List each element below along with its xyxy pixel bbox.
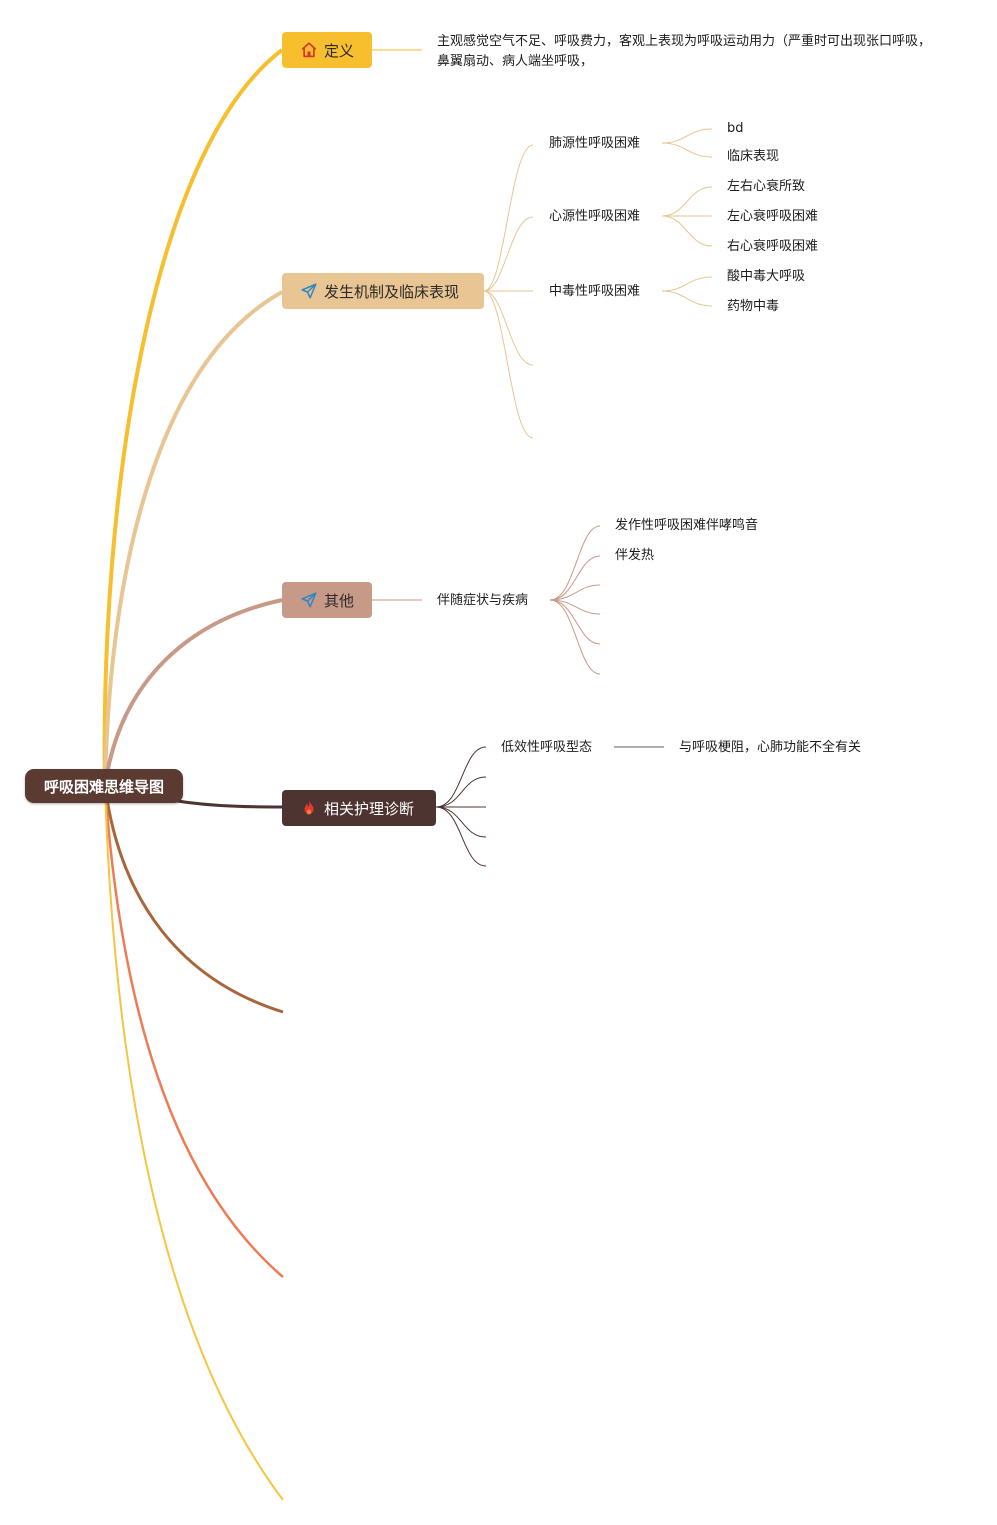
branch-nursing[interactable]: 相关护理诊断	[282, 790, 436, 826]
branch-mechanism-label: 发生机制及临床表现	[324, 282, 460, 301]
root-node[interactable]: 呼吸困难思维导图	[25, 769, 183, 803]
connector-root-definition	[102, 48, 284, 787]
branch-definition-label: 定义	[324, 41, 355, 60]
definition-text: 主观感觉空气不足、呼吸费力，客观上表现为呼吸运动用力（严重时可出现张口呼吸，鼻翼…	[437, 34, 932, 69]
toxic-item-acidosis[interactable]: 酸中毒大呼吸	[727, 269, 806, 284]
cardiac-item-left[interactable]: 左心衰呼吸困难	[727, 209, 819, 224]
cardiac-item-right[interactable]: 右心衰呼吸困难	[727, 239, 819, 254]
branch-nursing-label: 相关护理诊断	[324, 799, 415, 818]
nursing-ineffective-breathing[interactable]: 低效性呼吸型态	[501, 740, 593, 755]
connector-empty-branch-3	[104, 785, 284, 1501]
root-label: 呼吸困难思维导图	[43, 777, 164, 796]
branch-mechanism[interactable]: 发生机制及临床表现	[282, 273, 484, 309]
cardiac-item-both[interactable]: 左右心衰所致	[727, 179, 806, 194]
connector-root-mechanism	[103, 290, 283, 787]
fire-icon	[304, 800, 314, 815]
connector-empty-branch-1	[103, 785, 284, 1014]
branch-other-label: 其他	[324, 591, 355, 610]
pulmonary-item-clinical[interactable]: 临床表现	[727, 149, 780, 164]
paper-plane-icon	[301, 283, 317, 299]
accompanying-item-wheeze[interactable]: 发作性呼吸困难伴哮鸣音	[615, 518, 759, 533]
other-accompanying[interactable]: 伴随症状与疾病	[437, 593, 529, 608]
branch-definition[interactable]: 定义	[282, 32, 372, 68]
home-icon	[301, 42, 317, 58]
connector-empty-branch-2	[103, 785, 284, 1278]
mechanism-cardiac[interactable]: 心源性呼吸困难	[549, 209, 641, 224]
accompanying-item-fever[interactable]: 伴发热	[615, 548, 655, 563]
paper-plane-icon	[301, 592, 317, 608]
branch-other[interactable]: 其他	[282, 582, 372, 618]
pulmonary-item-bd[interactable]: bd	[727, 121, 744, 136]
mechanism-toxic[interactable]: 中毒性呼吸困难	[549, 284, 641, 299]
toxic-item-drug[interactable]: 药物中毒	[727, 299, 780, 314]
connector-root-other	[103, 598, 283, 787]
mechanism-pulmonary[interactable]: 肺源性呼吸困难	[549, 136, 641, 151]
nursing-item-related[interactable]: 与呼吸梗阻，心肺功能不全有关	[679, 740, 862, 755]
